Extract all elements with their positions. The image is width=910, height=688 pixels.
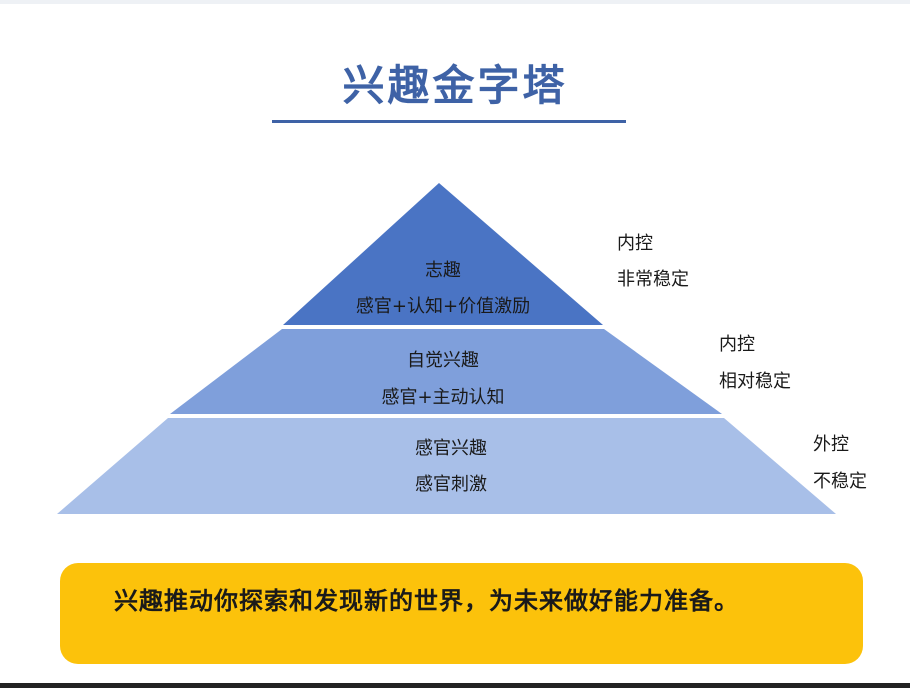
tier-middle-description: 感官+主动认知 [381,387,505,408]
title-underline [272,120,626,123]
tier-bottom-stability-label: 不稳定 [813,471,867,492]
tier-bottom-name: 感官兴趣 [415,438,487,459]
tier-top-name: 志趣 [425,260,461,281]
tier-top-description: 感官+认知+价值激励 [355,296,531,317]
page-title: 兴趣金字塔 [342,61,568,110]
top-border [0,0,910,4]
pyramid-tier-top [283,183,603,325]
tier-top-control-label: 内控 [617,233,653,254]
tier-middle-stability-label: 相对稳定 [719,371,791,392]
tier-top-stability-label: 非常稳定 [617,269,689,290]
pyramid-tier-middle [170,329,722,414]
pyramid-tier-bottom [57,418,836,514]
tier-middle-control-label: 内控 [719,334,755,355]
bottom-border [0,683,910,688]
summary-text: 兴趣推动你探索和发现新的世界，为未来做好能力准备。 [114,587,739,615]
tier-middle-name: 自觉兴趣 [407,350,479,371]
tier-bottom-description: 感官刺激 [415,474,487,495]
tier-bottom-control-label: 外控 [813,434,849,455]
summary-callout: 兴趣推动你探索和发现新的世界，为未来做好能力准备。 [60,563,863,664]
